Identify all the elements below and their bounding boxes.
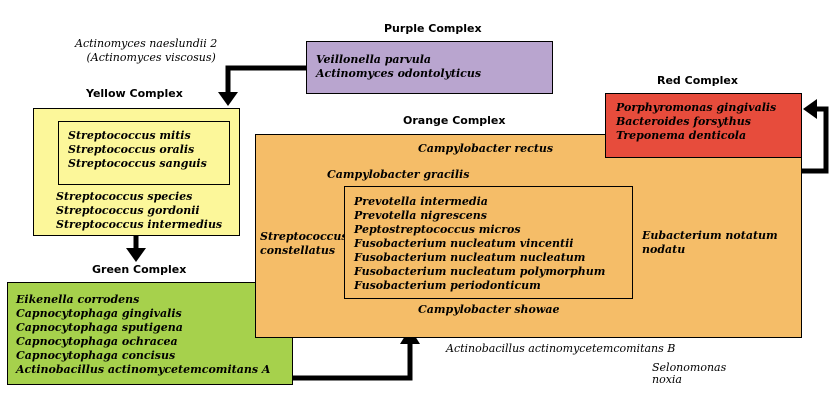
yellow-outer-member: Streptococcus intermedius [56,218,223,231]
purple-member: Veillonella parvula [316,53,432,66]
streptococcus-constellatus: Streptococcus constellatus [260,230,348,258]
yellow-inner-member: Streptococcus sanguis [68,157,207,170]
orange-inner-member: Fusobacterium periodonticum [354,279,541,292]
yellow-complex-title: Yellow Complex [86,87,183,100]
green-member: Capnocytophaga concisus [16,349,176,362]
yellow-outer-member: Streptococcus gordonii [56,204,200,217]
purple-complex-box: Veillonella parvula Actinomyces odontoly… [306,41,553,94]
orange-complex-box: Campylobacter rectus Campylobacter graci… [255,134,802,338]
purple-member: Actinomyces odontolyticus [316,67,482,80]
red-complex-title: Red Complex [657,74,738,87]
eubacterium-line: Eubacterium notatum [642,229,778,242]
actinobacillus-b-label: Actinobacillus actinomycetemcomitans B [446,342,676,355]
orange-inner-member: Prevotella nigrescens [354,209,487,222]
yellow-outer-members: Streptococcus species Streptococcus gord… [56,190,222,232]
arrow-yellow-to-green-head [126,248,146,262]
campylobacter-rectus: Campylobacter rectus [418,142,554,155]
orange-inner-member: Fusobacterium nucleatum vincentii [354,237,574,250]
actinomyces-line: (Actinomyces viscosus) [86,51,216,64]
selenomonas-line: noxia [652,373,682,386]
yellow-inner-box: Streptococcus mitis Streptococcus oralis… [58,121,230,185]
green-complex-box: Eikenella corrodens Capnocytophaga gingi… [7,282,293,385]
green-member: Capnocytophaga ochracea [16,335,178,348]
arrow-purple-to-yellow-head [218,92,238,106]
green-member: Actinobacillus actinomycetemcomitans A [16,363,271,376]
arrow-orange-to-red [802,106,829,174]
campylobacter-gracilis: Campylobacter gracilis [327,168,470,181]
yellow-complex-box: Streptococcus mitis Streptococcus oralis… [33,108,240,236]
yellow-outer-member: Streptococcus species [56,190,193,203]
actinomyces-label: Actinomyces naeslundii 2 (Actinomyces vi… [75,37,217,65]
yellow-inner-member: Streptococcus mitis [68,129,191,142]
orange-inner-member: Fusobacterium nucleatum polymorphum [354,265,606,278]
orange-inner-member: Peptostreptococcus micros [354,223,521,236]
arrow-green-to-orange [293,342,413,381]
orange-complex-title: Orange Complex [403,114,506,127]
green-complex-title: Green Complex [92,263,187,276]
orange-inner-box: Prevotella intermedia Prevotella nigresc… [344,186,633,299]
arrow-orange-to-red-head [803,99,817,119]
green-member: Capnocytophaga sputigena [16,321,183,334]
green-member: Capnocytophaga gingivalis [16,307,182,320]
green-complex-members: Eikenella corrodens Capnocytophaga gingi… [16,293,270,377]
red-member: Porphyromonas gingivalis [616,101,777,114]
eubacterium-nodatum: Eubacterium notatum nodatu [642,229,778,257]
campylobacter-showae: Campylobacter showae [418,303,560,316]
purple-complex-members: Veillonella parvula Actinomyces odontoly… [316,53,481,81]
constellatus-line: constellatus [260,244,336,257]
orange-inner-member: Fusobacterium nucleatum nucleatum [354,251,586,264]
red-complex-box: Porphyromonas gingivalis Bacteroides for… [605,93,802,158]
purple-complex-title: Purple Complex [384,22,482,35]
orange-inner-members: Prevotella intermedia Prevotella nigresc… [354,195,605,293]
red-complex-members: Porphyromonas gingivalis Bacteroides for… [616,101,776,143]
green-member: Eikenella corrodens [16,293,140,306]
constellatus-line: Streptococcus [260,230,348,243]
selenomonas-line: Selonomonas [652,361,727,374]
red-member: Treponema denticola [616,129,747,142]
eubacterium-line: nodatu [642,243,686,256]
yellow-inner-members: Streptococcus mitis Streptococcus oralis… [68,129,207,171]
orange-inner-member: Prevotella intermedia [354,195,488,208]
arrow-purple-to-yellow [225,65,306,94]
actinomyces-line: Actinomyces naeslundii 2 [75,37,218,50]
yellow-inner-member: Streptococcus oralis [68,143,195,156]
selenomonas-label: Selonomonas noxia [652,362,726,386]
red-member: Bacteroides forsythus [616,115,751,128]
